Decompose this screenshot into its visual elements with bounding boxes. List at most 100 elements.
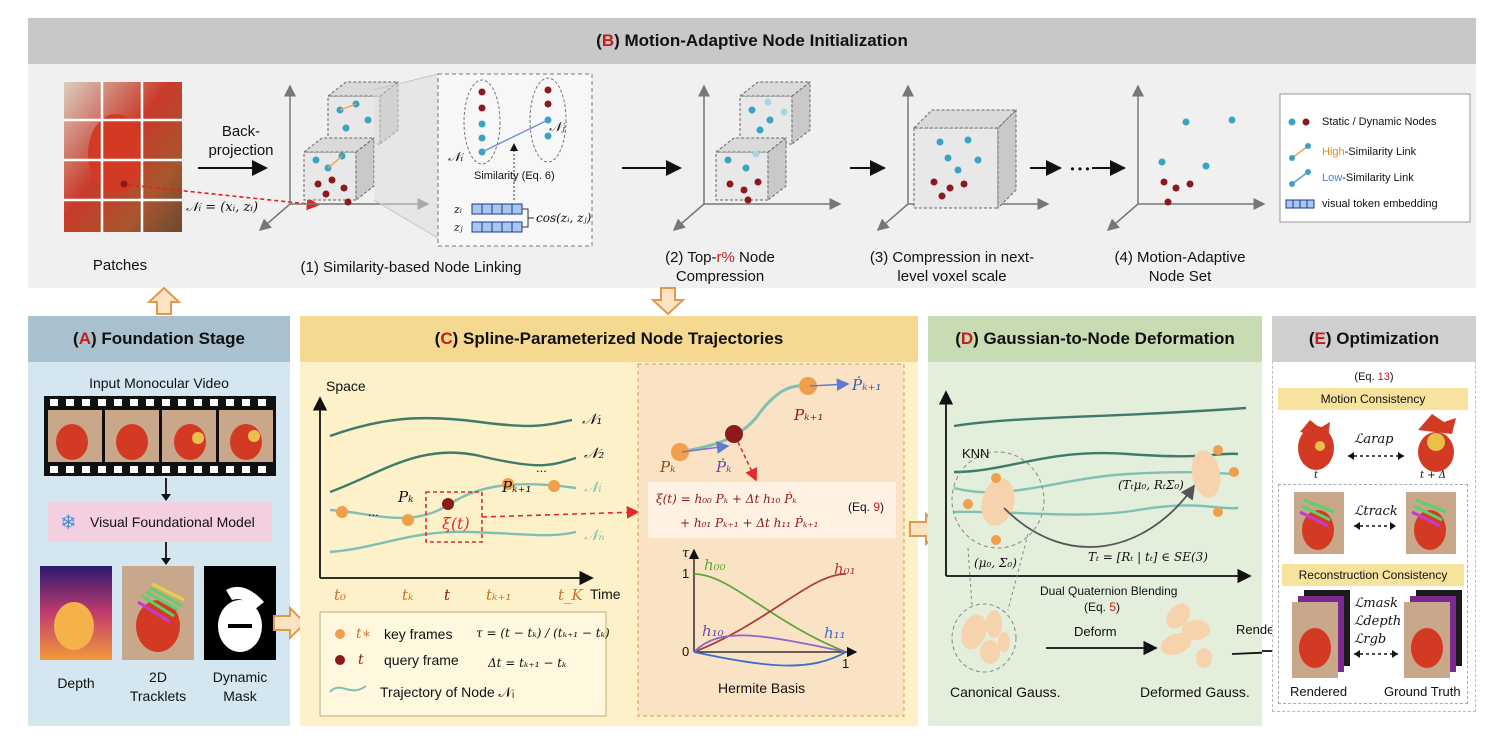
pk1-label: Pₖ₊₁ [502,478,532,496]
mask-label: Dynamic Mask [212,669,268,704]
l-rgb: ℒrgb [1354,632,1387,647]
trajectory-n2 [329,451,577,494]
cos-label: cos(zᵢ, zⱼ) [536,211,592,225]
voxel-cubes-step2 [714,80,812,204]
n1-label: 𝒩₁ [582,410,603,428]
similarity-label: Similarity (Eq. 6) [474,170,555,182]
tt-equation: Tₜ = [Rₜ | tₜ] ∈ SE(3) [1088,550,1208,564]
knn-label: KNN [962,446,990,461]
one-x-label: 1 [842,656,850,671]
voxel-cube-step3 [912,108,1018,210]
legend-token: visual token embedding [1322,198,1438,210]
tau-equation: τ = (t − tₖ) / (tₖ₊₁ − tₖ) [476,626,610,640]
legend-low-link: Low-Similarity Link [1322,172,1414,184]
one-y-label: 1 [682,566,690,581]
similarity-zoom-box [437,73,593,247]
track-section [1278,484,1468,704]
zoom-pk: Pₖ [660,458,676,476]
t-label: t [1314,470,1319,481]
vfm-label: Visual Foundational Model [90,514,255,530]
video-label: Input Monocular Video [89,375,229,391]
axes-step4 [1106,84,1266,231]
video-filmstrip [44,396,276,476]
tick-t: t [444,586,451,604]
arrow-video-to-vfm [161,478,171,501]
trajectory-nn [329,530,577,554]
h01-label: h₀₁ [834,560,856,578]
panel-b-letter: B [601,31,615,50]
deformed-label: Deformed Gauss. [1140,684,1250,700]
panel-e-title: Optimization [1336,329,1440,348]
patches-label: Patches [92,257,148,274]
tick-tK: t_K [558,586,583,604]
recon-images [1292,590,1462,678]
patch-to-node-arrow [127,184,320,211]
arrow-up-to-b [146,286,182,315]
tracklets-label: 2D Tracklets [129,669,187,704]
eq13-ref: (Eq. 13) [1354,371,1394,383]
panel-d-title: Gaussian-to-Node Deformation [983,329,1235,348]
ni-label: 𝒩ᵢ [448,150,464,165]
step1-label: (1) Similarity-based Node Linking [300,259,522,276]
l-depth: ℒdepth [1354,614,1402,629]
dots-label: ... [368,504,379,519]
step2-label: (2) Top-r% Node Compression [665,249,775,285]
panel-c-title: Spline-Parameterized Node Trajectories [463,329,784,348]
legend-keyframe-sym: t∗ [356,626,372,642]
dt-equation: Δt = tₖ₊₁ − tₖ [488,656,567,670]
legend-keyframe: key frames [384,626,453,642]
step3-label: (3) Compression in next- level voxel sca… [869,249,1035,285]
legend-query-sym: t [358,652,364,668]
render-label: Render [1236,622,1279,637]
tick-t0: t₀ [334,586,347,604]
zero-label: 0 [682,644,690,659]
step4-label: (4) Motion-Adaptive Node Set [1114,249,1246,285]
legend-static-dynamic: Static / Dynamic Nodes [1322,116,1437,128]
snowflake-icon: ❄ [60,512,77,534]
backprojection-label: Back- projection [208,123,274,159]
xi-label: ξ(t) [442,514,470,533]
mask-image [204,566,276,660]
motion-images [1298,414,1456,472]
zoom-pk-dot: Ṗₖ [716,458,732,476]
tick-tk1: tₖ₊₁ [486,586,512,604]
nn-label: 𝒩ₙ [584,526,605,544]
panel-c-header: (C) Spline-Parameterized Node Trajectori… [300,316,918,362]
dqb-label: Dual Quaternion Blending [1040,584,1178,598]
arrow-down-to-c [650,287,686,316]
arrow-a-to-c [273,606,307,640]
h10-label: h₁₀ [702,622,724,640]
n2-label: 𝒩₂ [584,444,605,462]
zj-label: zⱼ [454,221,463,234]
t-delta-label: t + Δ [1420,470,1446,481]
panel-a-title: Foundation Stage [101,329,245,348]
panel-c-diagram [312,363,905,717]
legend-query: query frame [384,652,459,668]
panel-b-title: Motion-Adaptive Node Initialization [624,31,908,50]
dqb-eq: (Eq. 5) [1084,600,1121,614]
panel-d-header: (D) Gaussian-to-Node Deformation [928,316,1262,362]
track-images [1294,492,1456,554]
zoom-pk1-dot: Ṗₖ₊₁ [852,376,882,394]
pk-label: Pₖ [398,488,414,506]
trajectory-n1 [329,416,573,438]
arrow-vfm-to-outputs [161,542,171,565]
panel-d-diagram [938,390,1262,673]
h00-label: h₀₀ [704,556,726,574]
zoom-pk1: Pₖ₊₁ [794,406,824,424]
ni-traj-label: 𝒩ᵢ [584,478,602,496]
nj-label: 𝒩ⱼ [549,120,565,135]
depth-label: Depth [57,675,95,691]
mu-sigma-t-label: (Tₜμ₀, RₜΣ₀) [1118,478,1184,492]
ellipsis: • • • [1070,162,1090,176]
axes-step2 [672,84,842,231]
ground-truth-label: Ground Truth [1384,684,1461,699]
motion-consistency-label: Motion Consistency [1278,388,1468,410]
depth-image [40,566,112,660]
eq9-ref: (Eq. 9) [848,500,885,514]
tick-tk: tₖ [402,586,414,604]
tracklets-image [122,566,194,660]
eq9-line2: + h₀₁ Pₖ₊₁ + Δt h₁₁ Ṗₖ₊₁ [680,516,819,530]
zi-label: zᵢ [454,203,463,216]
panel-a-header: (A) Foundation Stage [28,316,290,362]
